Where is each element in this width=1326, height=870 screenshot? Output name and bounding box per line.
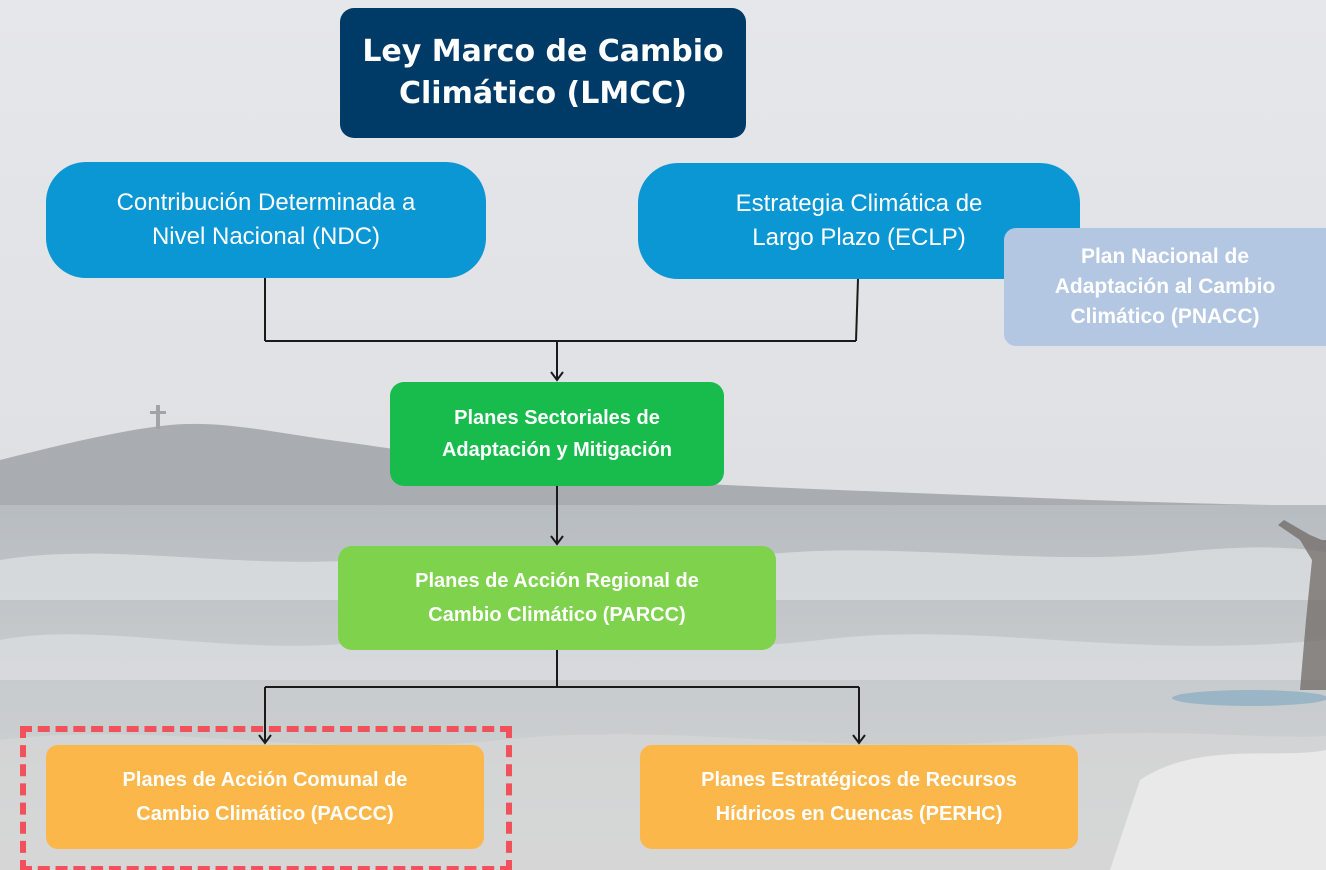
node-paccc-label: Planes de Acción Comunal de Cambio Climá… bbox=[122, 769, 408, 825]
node-eclp-label: Estrategia Climática de Largo Plazo (ECL… bbox=[735, 190, 983, 251]
node-pnacc: Plan Nacional de Adaptación al Cambio Cl… bbox=[1004, 228, 1326, 346]
arrowhead-perhc bbox=[852, 734, 866, 745]
node-lmcc: Ley Marco de Cambio Climático (LMCC) bbox=[340, 8, 746, 138]
connector-eclp-down bbox=[855, 278, 859, 342]
node-ndc-label: Contribución Determinada a Nivel Naciona… bbox=[116, 189, 416, 250]
arrowhead-paccc bbox=[258, 734, 272, 745]
node-eclp: Estrategia Climática de Largo Plazo (ECL… bbox=[638, 163, 1080, 279]
arrowhead-sectorial bbox=[550, 371, 564, 382]
arrowhead-parcc bbox=[550, 535, 564, 546]
node-ndc: Contribución Determinada a Nivel Naciona… bbox=[46, 162, 486, 278]
node-perhc: Planes Estratégicos de Recursos Hídricos… bbox=[640, 745, 1078, 849]
node-perhc-label: Planes Estratégicos de Recursos Hídricos… bbox=[701, 769, 1017, 825]
node-lmcc-label: Ley Marco de Cambio Climático (LMCC) bbox=[362, 34, 724, 111]
node-paccc: Planes de Acción Comunal de Cambio Climá… bbox=[46, 745, 484, 849]
node-pnacc-label: Plan Nacional de Adaptación al Cambio Cl… bbox=[1054, 245, 1276, 328]
node-planes-sectoriales-label: Planes Sectoriales de Adaptación y Mitig… bbox=[441, 407, 673, 461]
node-planes-sectoriales: Planes Sectoriales de Adaptación y Mitig… bbox=[390, 382, 724, 486]
highlight-dashed-frame-paccc bbox=[20, 726, 512, 870]
node-parcc-label: Planes de Acción Regional de Cambio Clim… bbox=[415, 570, 699, 626]
node-parcc: Planes de Acción Regional de Cambio Clim… bbox=[338, 546, 776, 650]
